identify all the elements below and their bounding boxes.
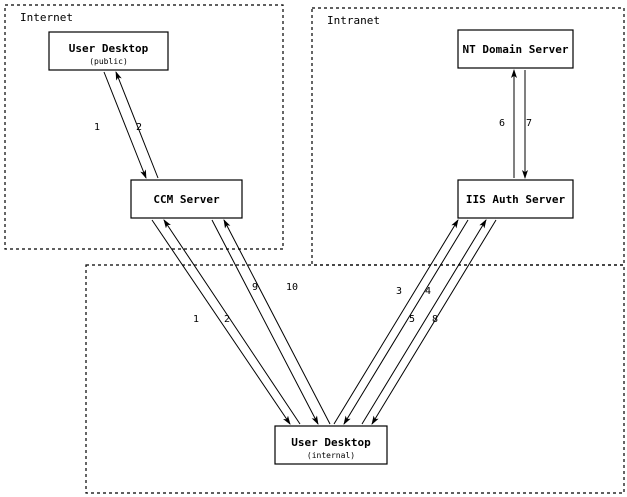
step-label-8: 8	[432, 314, 438, 325]
flow-line-1-ccm-to-internal	[151, 219, 291, 425]
step-label-1-internal: 1	[193, 314, 199, 325]
flow-line-9-ccm-to-internal	[211, 219, 319, 425]
step-label-9: 9	[252, 282, 258, 293]
zone-internal-network	[85, 264, 625, 494]
flow-line-5-iis-to-internal	[371, 219, 497, 425]
node-user-desktop-public-title: User Desktop	[69, 42, 149, 55]
step-label-10: 10	[286, 282, 298, 293]
node-user-desktop-internal-box[interactable]	[274, 425, 388, 465]
node-user-desktop-internal-title: User Desktop	[291, 436, 371, 449]
node-ccm-server-box[interactable]	[130, 179, 243, 219]
node-user-desktop-internal[interactable]: User Desktop (internal)	[274, 425, 388, 465]
step-label-2-internal: 2	[224, 314, 230, 325]
node-user-desktop-public-subtitle: (public)	[89, 57, 128, 66]
flow-line-2-ccm-to-public	[115, 71, 159, 179]
step-label-5: 5	[409, 314, 415, 325]
node-nt-domain-server[interactable]: NT Domain Server	[457, 29, 574, 69]
node-nt-domain-server-title: NT Domain Server	[463, 43, 569, 56]
step-label-1-public: 1	[94, 122, 100, 133]
zone-internet-label: Internet	[20, 11, 73, 24]
node-nt-domain-server-box[interactable]	[457, 29, 574, 69]
node-ccm-server[interactable]: CCM Server	[130, 179, 243, 219]
flow-line-4-internal-to-iis	[333, 219, 459, 425]
node-user-desktop-internal-subtitle: (internal)	[307, 451, 355, 460]
flow-line-2-internal-to-ccm	[163, 219, 301, 425]
zone-intranet: Intranet	[311, 7, 625, 266]
step-label-7: 7	[526, 118, 532, 129]
node-user-desktop-public-box[interactable]	[48, 31, 169, 71]
node-iis-auth-server[interactable]: IIS Auth Server	[457, 179, 574, 219]
flow-line-10-internal-to-ccm	[223, 219, 331, 425]
step-label-2-public: 2	[136, 122, 142, 133]
zone-internal-border	[85, 264, 625, 494]
step-label-3: 3	[396, 286, 402, 297]
flow-line-3-iis-to-internal	[343, 219, 469, 425]
step-label-6: 6	[499, 118, 505, 129]
node-iis-auth-server-box[interactable]	[457, 179, 574, 219]
node-ccm-server-title: CCM Server	[153, 193, 220, 206]
zone-intranet-label: Intranet	[327, 14, 380, 27]
flow-line-8-internal-to-iis	[361, 219, 487, 425]
zone-internet-border	[4, 4, 284, 250]
zone-internet: Internet	[4, 4, 284, 250]
flow-line-1-public-to-ccm	[103, 71, 147, 179]
node-iis-auth-server-title: IIS Auth Server	[466, 193, 566, 206]
node-user-desktop-public[interactable]: User Desktop (public)	[48, 31, 169, 71]
zone-intranet-border	[311, 7, 625, 266]
step-label-4: 4	[425, 286, 431, 297]
